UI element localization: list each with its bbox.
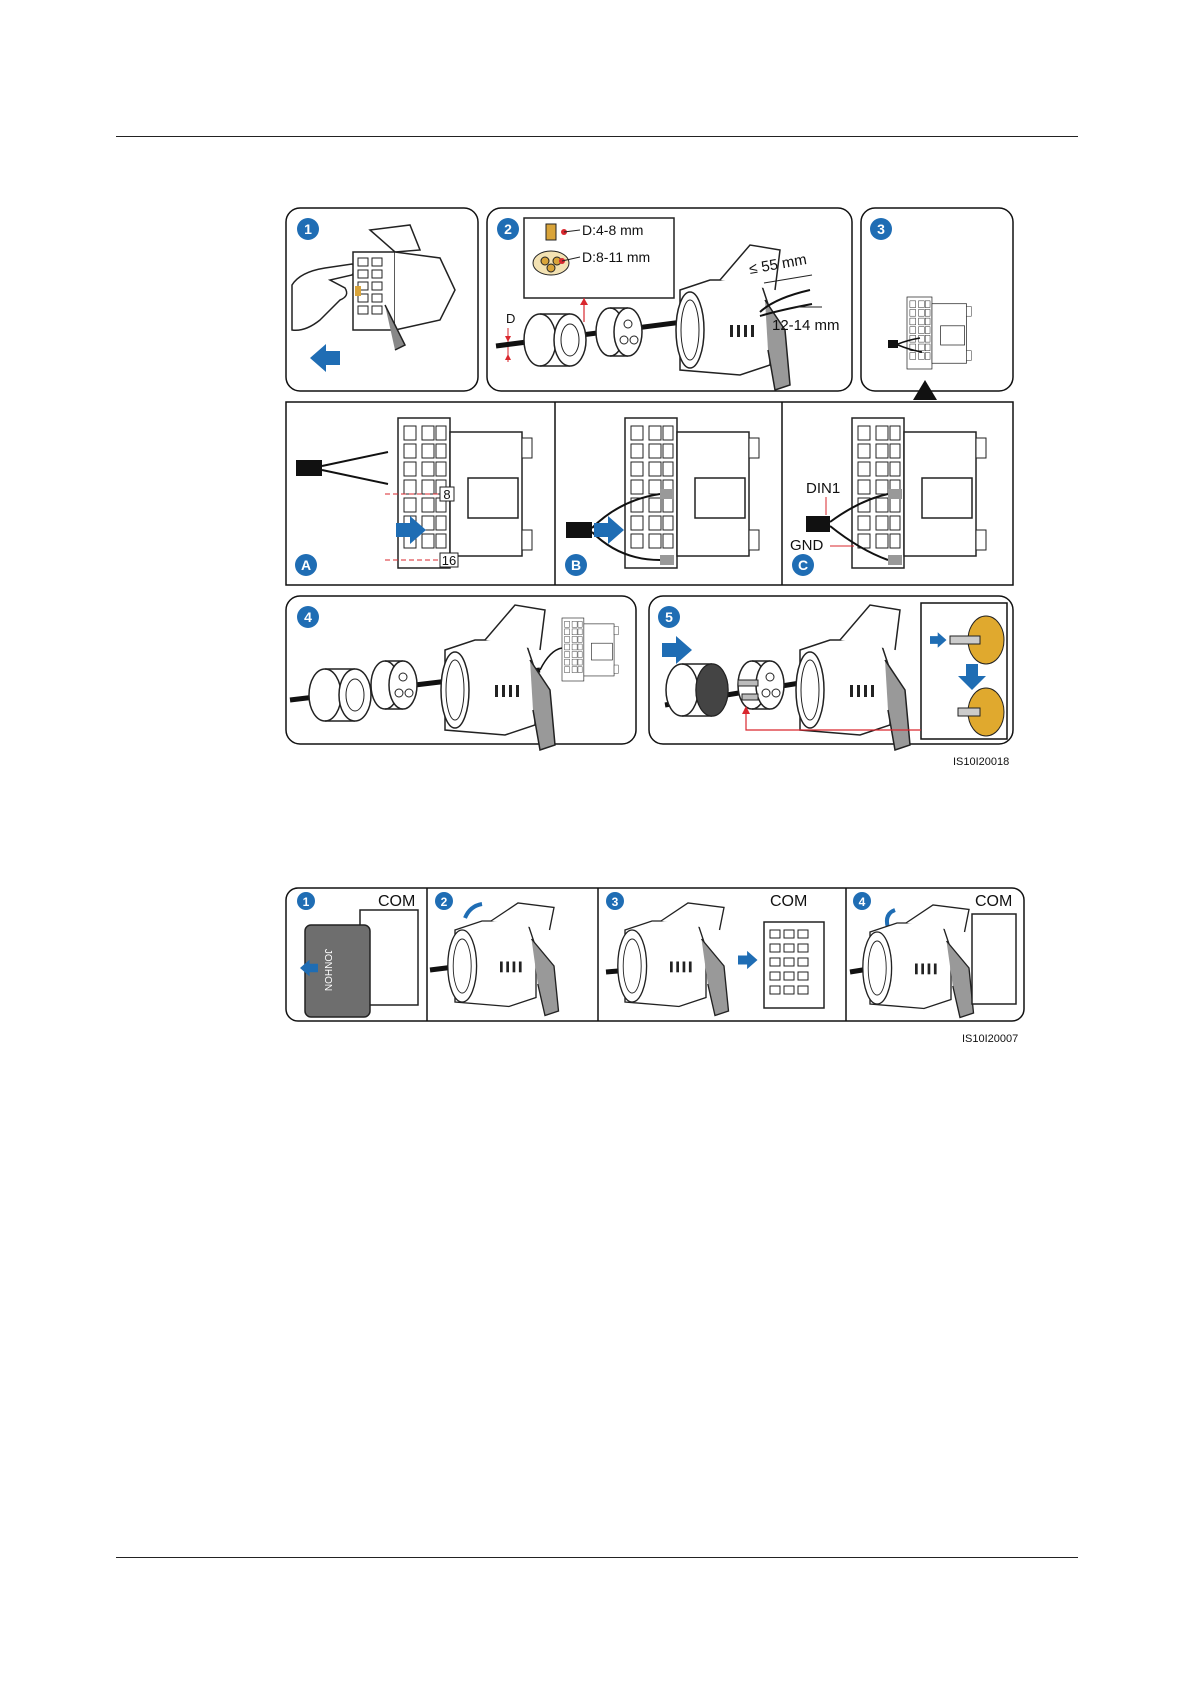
figure-2-id: IS10I20007 [962,1033,1018,1045]
figure-1-wiring-steps: 1 2 D:4-8 mm D:8-11 mm D [0,0,1191,800]
pin-8-label: 8 [443,487,450,502]
fig2-step-4-number: 4 [859,895,866,909]
panel-step-5: 5 [649,596,1013,750]
panel-step-1: 1 [286,208,478,391]
panel-step-2: 2 D:4-8 mm D:8-11 mm D ≤ 55 mm 12-14 mm [487,208,852,391]
panel-substeps: 8 16 A B DIN1 GND C [286,402,1013,585]
step-5-number: 5 [665,609,673,625]
fig2-step-1-com: COM [378,893,415,910]
fig2-step-3-com: COM [770,893,807,910]
fig2-step-3-number: 3 [612,895,619,909]
gnd-label: GND [790,537,824,554]
fig2-step-1-number: 1 [303,895,310,909]
wire-strip-label: 12-14 mm [772,317,840,334]
fig2-step-2-number: 2 [441,895,448,909]
substep-b-label: B [571,557,581,573]
pin-16-label: 16 [442,553,456,568]
figure-1-id: IS10I20018 [953,756,1009,768]
substep-c-label: C [798,557,808,573]
step-1-number: 1 [304,221,312,237]
substep-a-label: A [301,557,311,573]
step-2-number: 2 [504,221,512,237]
figure-2-connection-steps: 1 COM JONHON 2 3 COM 4 COM [0,880,1191,1040]
fig2-step-4-com: COM [975,893,1012,910]
step-4-number: 4 [304,609,312,625]
diameter-label: D [506,311,515,326]
din1-label: DIN1 [806,480,840,497]
panel-step-3: 3 [861,208,1013,400]
seal-large-label: D:8-11 mm [582,249,650,265]
panel-step-4: 4 [286,596,636,750]
seal-small-label: D:4-8 mm [582,222,643,238]
footer-rule [116,1557,1078,1558]
cap-brand: JONHON [322,949,333,991]
step-3-number: 3 [877,221,885,237]
